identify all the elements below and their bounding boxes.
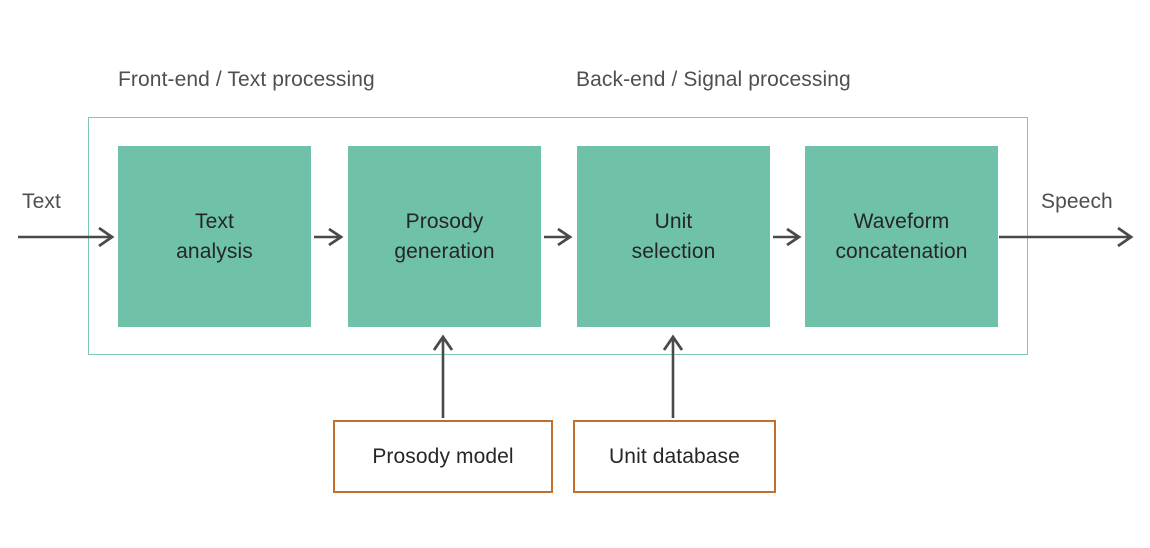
resource-box-prosody-model[interactable]: Prosody model <box>333 420 553 493</box>
stage-label-unit-selection: Unit selection <box>631 209 716 263</box>
resource-label-prosody-model: Prosody model <box>372 444 514 468</box>
resource-box-unit-database[interactable]: Unit database <box>573 420 776 493</box>
section-caption-frontend: Front-end / Text processing <box>118 68 375 91</box>
stage-box-unit-selection[interactable]: Unit selection <box>577 146 770 327</box>
stage-box-prosody-generation[interactable]: Prosody generation <box>348 146 541 327</box>
stage-label-prosody-generation: Prosody generation <box>394 209 495 263</box>
stage-label-waveform-concatenation: Waveform concatenation <box>835 209 968 263</box>
section-caption-backend: Back-end / Signal processing <box>576 68 851 91</box>
stage-box-waveform-concatenation[interactable]: Waveform concatenation <box>805 146 998 327</box>
output-label-speech: Speech <box>1041 190 1113 213</box>
input-label-text: Text <box>22 190 61 213</box>
stage-box-text-analysis[interactable]: Text analysis <box>118 146 311 327</box>
stage-label-text-analysis: Text analysis <box>176 209 253 263</box>
resource-label-unit-database: Unit database <box>609 444 740 468</box>
